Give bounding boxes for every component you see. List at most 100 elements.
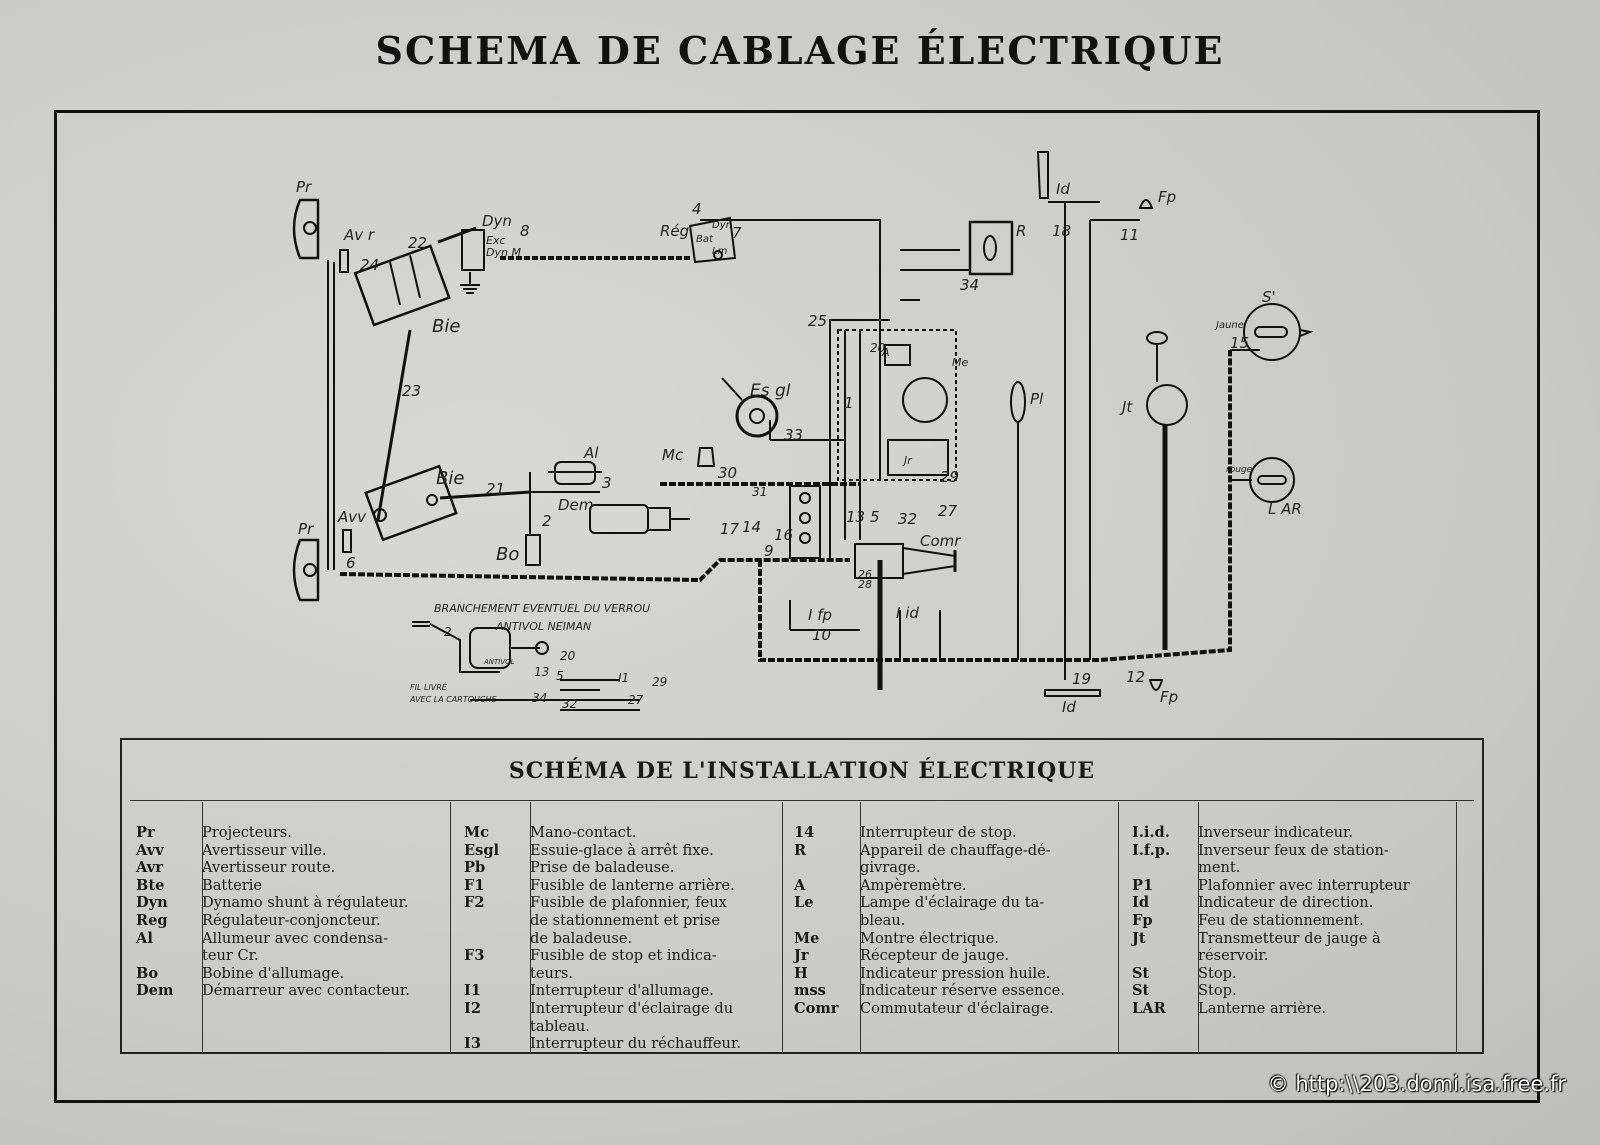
wire-number: 4 xyxy=(692,200,702,218)
inset-number: 13 xyxy=(534,665,549,679)
legend-divider xyxy=(130,800,1474,801)
label-al: Al xyxy=(583,444,599,462)
wire-number: 32 xyxy=(898,510,917,528)
legend-description: Inverseur indicateur. xyxy=(1198,824,1354,841)
wire-number: 9 xyxy=(764,542,774,560)
legend-description: Bobine d'allumage. xyxy=(202,964,345,982)
legend-divider xyxy=(1118,802,1119,1052)
legend-abbreviation: 14 xyxy=(794,824,815,841)
legend-description: Fusible de lanterne arrière. xyxy=(530,876,735,894)
wire-number: 22 xyxy=(408,234,427,252)
label-dyn: Dyn xyxy=(482,212,512,230)
legend-description: Projecteurs. xyxy=(202,824,292,841)
legend-entry: Dyn Dynamo shunt à régulateur. xyxy=(136,894,448,912)
wire-number: 30 xyxy=(718,464,737,482)
legend-description: Transmetteur de jauge à réservoir. xyxy=(1198,929,1381,965)
inset-antivol-label: ANTIVOL xyxy=(483,658,515,666)
legend-abbreviation: I.f.p. xyxy=(1132,841,1171,859)
legend-description: Dynamo shunt à régulateur. xyxy=(202,894,409,912)
label-bie-bottom: Bie xyxy=(436,468,464,489)
legend-abbreviation: Dem xyxy=(136,982,174,1000)
wire-number: 20 xyxy=(870,341,886,355)
legend-description: Interrupteur du réchauffeur. xyxy=(530,1035,741,1053)
label-comr: Comr xyxy=(920,532,961,550)
wiper-icon xyxy=(721,377,779,438)
legend-abbreviation: Avr xyxy=(136,859,163,877)
legend-divider xyxy=(860,802,861,1052)
legend-description: Inverseur feux de station- ment. xyxy=(1198,841,1389,877)
wire-number: 21 xyxy=(486,480,505,498)
wire-number: 3 xyxy=(602,474,612,492)
legend-divider xyxy=(1198,802,1199,1052)
legend-description: Plafonnier avec interrupteur xyxy=(1198,876,1410,894)
horn-city-icon xyxy=(342,529,352,553)
inset-number: 32 xyxy=(562,697,577,711)
inset-number: 34 xyxy=(532,691,547,705)
label-reg-lm: Lm xyxy=(712,246,728,257)
copyright-link[interactable]: © http:\\203.domi.isa.free.fr xyxy=(1267,1072,1566,1096)
label-esgl: Es gl xyxy=(750,381,791,401)
label-r: R xyxy=(1016,222,1026,240)
legend-abbreviation: Mc xyxy=(464,824,490,841)
wire-number: 2 xyxy=(542,512,552,530)
label-id-top: Id xyxy=(1056,180,1070,198)
legend-abbreviation: St xyxy=(1132,982,1150,1000)
wire-number: 1 xyxy=(844,394,854,412)
label-me: Me xyxy=(952,356,968,369)
legend-abbreviation: Esgl xyxy=(464,841,500,859)
wire-number: 15 xyxy=(1230,334,1249,352)
label-a: A xyxy=(881,346,890,359)
legend-abbreviation: Reg xyxy=(136,911,168,929)
legend-description: Lampe d'éclairage du ta- bleau. xyxy=(860,894,1045,929)
wire-number: 26 xyxy=(858,568,872,581)
label-avr: Av r xyxy=(343,226,375,244)
legend-divider xyxy=(530,802,531,1052)
legend-entry: Esgl Essuie-glace à arrêt fixe. xyxy=(464,842,782,860)
inset-number: 20 xyxy=(560,649,576,663)
legend-abbreviation: Pb xyxy=(464,859,486,877)
wire-number: 19 xyxy=(1072,670,1091,688)
legend-divider xyxy=(1456,802,1457,1052)
legend-description: Lanterne arrière. xyxy=(1198,999,1327,1017)
legend-description: Feu de stationnement. xyxy=(1198,911,1364,929)
legend-description: Essuie-glace à arrêt fixe. xyxy=(530,841,714,859)
label-fp-bottom: Fp xyxy=(1160,688,1178,706)
label-jaune: Jaune xyxy=(1214,320,1244,331)
legend-divider xyxy=(782,802,783,1052)
wire-number: 11 xyxy=(1120,226,1139,244)
legend-abbreviation: Pr xyxy=(136,824,155,841)
legend-description: Avertisseur route. xyxy=(202,859,336,877)
wire-number: 18 xyxy=(1052,222,1071,240)
legend-abbreviation: R xyxy=(794,841,807,859)
label-iid: I id xyxy=(896,604,919,622)
label-dyn-m: Dyn M xyxy=(486,246,521,259)
label-lar: L AR xyxy=(1268,500,1302,518)
wire-number: 8 xyxy=(520,222,530,240)
legend-abbreviation: P1 xyxy=(1132,876,1154,894)
parking-light-bottom-icon xyxy=(1148,679,1164,691)
label-fp-top: Fp xyxy=(1158,188,1176,206)
wire-number: 34 xyxy=(960,276,979,294)
ignition-coil-icon xyxy=(525,534,541,566)
wire-number: 14 xyxy=(742,518,761,536)
wire-number: 23 xyxy=(402,382,421,400)
wire-number: 24 xyxy=(360,256,379,274)
legend-abbreviation: Dyn xyxy=(136,894,168,912)
